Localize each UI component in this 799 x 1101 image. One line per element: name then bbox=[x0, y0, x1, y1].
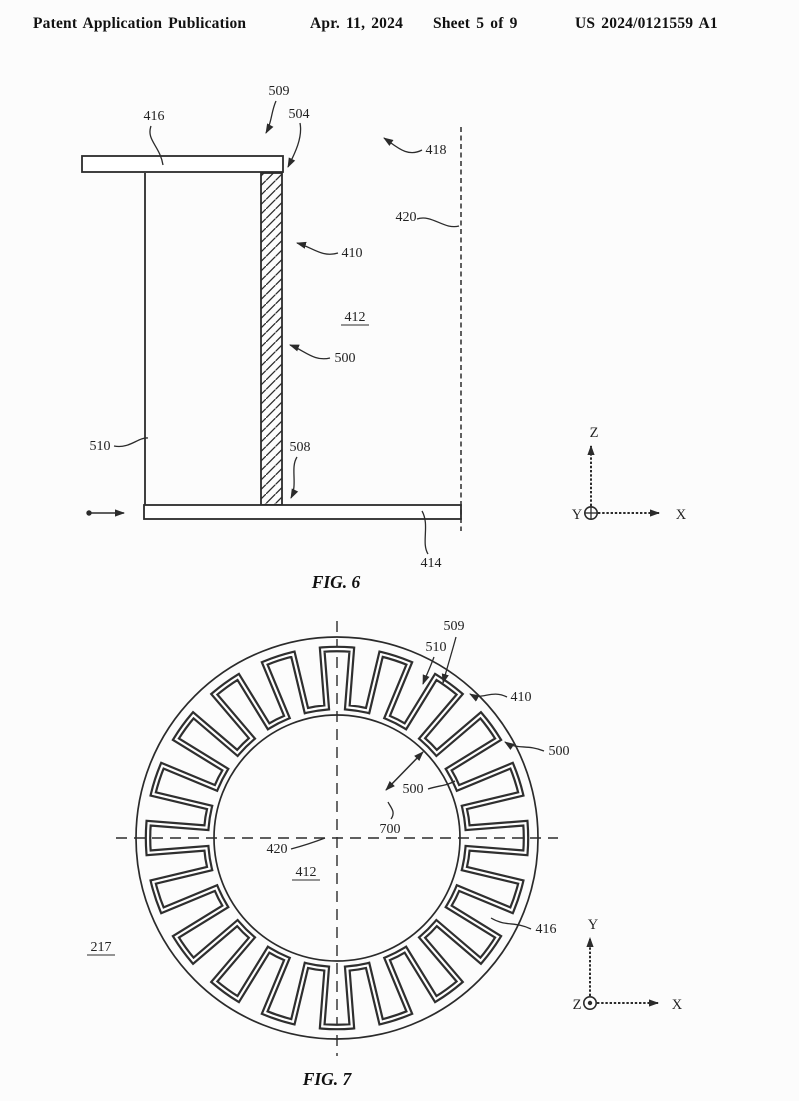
fig6-arrow-418 bbox=[383, 137, 423, 154]
fig7-ref-410: 410 bbox=[511, 690, 532, 705]
fig7-drawing: 509 510 410 500 500 700 420 412 217 416 … bbox=[87, 619, 683, 1089]
fig7-axis-origin-dot bbox=[587, 1000, 593, 1006]
fig6-ref-500: 500 bbox=[335, 351, 356, 366]
fig7-ref-500-outer: 500 bbox=[549, 744, 570, 759]
fig7-arrow-510 bbox=[422, 656, 435, 685]
fig7-ref-412: 412 bbox=[296, 865, 317, 880]
fig6-arrow-509 bbox=[265, 100, 277, 134]
fig7-caption: FIG. 7 bbox=[302, 1069, 353, 1089]
fig6-arrow-504 bbox=[287, 122, 302, 168]
fig7-ref-217: 217 bbox=[91, 940, 112, 955]
fig7-ref-420: 420 bbox=[267, 842, 288, 857]
fig6-datum-dot bbox=[86, 510, 92, 516]
fig6-ref-420: 420 bbox=[396, 210, 417, 225]
fig6-ref-412: 412 bbox=[345, 310, 366, 325]
fig7-serpentine-trace-core bbox=[146, 647, 528, 1029]
header-publication-title: Patent Application Publication bbox=[33, 15, 247, 32]
fig7-axis-x-label: X bbox=[672, 997, 683, 1013]
fig6-ref-508: 508 bbox=[290, 440, 311, 455]
fig7-leader-700 bbox=[387, 801, 394, 820]
fig6-axis-x-label: X bbox=[676, 507, 687, 523]
fig7-axis-y-label: Y bbox=[588, 917, 599, 933]
fig6-caption: FIG. 6 bbox=[311, 572, 361, 592]
fig6-axes: Z X Y bbox=[572, 425, 687, 523]
fig6-ref-504: 504 bbox=[289, 107, 310, 122]
fig6-leader-414 bbox=[421, 510, 429, 555]
fig6-ref-418: 418 bbox=[426, 143, 447, 158]
fig6-arrow-500 bbox=[289, 344, 331, 360]
fig7-ref-500-inner: 500 bbox=[403, 782, 424, 797]
fig6-ref-410: 410 bbox=[342, 246, 363, 261]
fig7-ref-510: 510 bbox=[426, 640, 447, 655]
fig6-ref-416: 416 bbox=[144, 109, 165, 124]
fig6-arrow-410 bbox=[296, 241, 339, 255]
fig6-top-flange-416 bbox=[81, 155, 284, 173]
header-patent-number: US 2024/0121559 A1 bbox=[575, 15, 718, 32]
fig7-outer-circle-410 bbox=[135, 636, 539, 1040]
fig6-axis-y-label: Y bbox=[572, 507, 583, 523]
fig7-ref-416: 416 bbox=[536, 922, 557, 937]
fig6-bottom-flange-414 bbox=[143, 504, 462, 520]
fig7-arrow-509 bbox=[441, 636, 457, 684]
fig7-radial-double-arrow-700 bbox=[385, 751, 424, 791]
fig7-ref-700: 700 bbox=[380, 822, 401, 837]
fig6-drawing: 416 509 504 418 420 410 412 500 508 510 … bbox=[81, 84, 687, 592]
fig7-arrow-500-outer bbox=[504, 741, 545, 752]
fig6-arrow-508 bbox=[290, 456, 299, 499]
fig6-ref-414: 414 bbox=[421, 556, 442, 571]
fig7-leader-420 bbox=[290, 837, 326, 850]
fig6-hatched-layer-500 bbox=[260, 172, 283, 506]
fig6-ref-509: 509 bbox=[269, 84, 290, 99]
fig6-leader-416 bbox=[149, 125, 164, 166]
fig6-ref-510: 510 bbox=[90, 439, 111, 454]
fig7-axes: Y X Z bbox=[573, 917, 683, 1013]
fig6-leader-420 bbox=[416, 217, 460, 228]
fig7-inner-circle-416 bbox=[213, 714, 461, 962]
header-date: Apr. 11, 2024 bbox=[310, 15, 404, 32]
fig6-axis-z-label: Z bbox=[590, 425, 599, 441]
fig7-arrow-410 bbox=[469, 693, 508, 702]
header-sheet-number: Sheet 5 of 9 bbox=[433, 15, 518, 32]
fig6-leader-510 bbox=[113, 437, 149, 448]
fig7-leader-500-inner bbox=[427, 780, 456, 790]
fig7-ref-509: 509 bbox=[444, 619, 465, 634]
fig7-leader-416 bbox=[490, 917, 532, 930]
fig7-axis-z-label: Z bbox=[573, 997, 582, 1013]
